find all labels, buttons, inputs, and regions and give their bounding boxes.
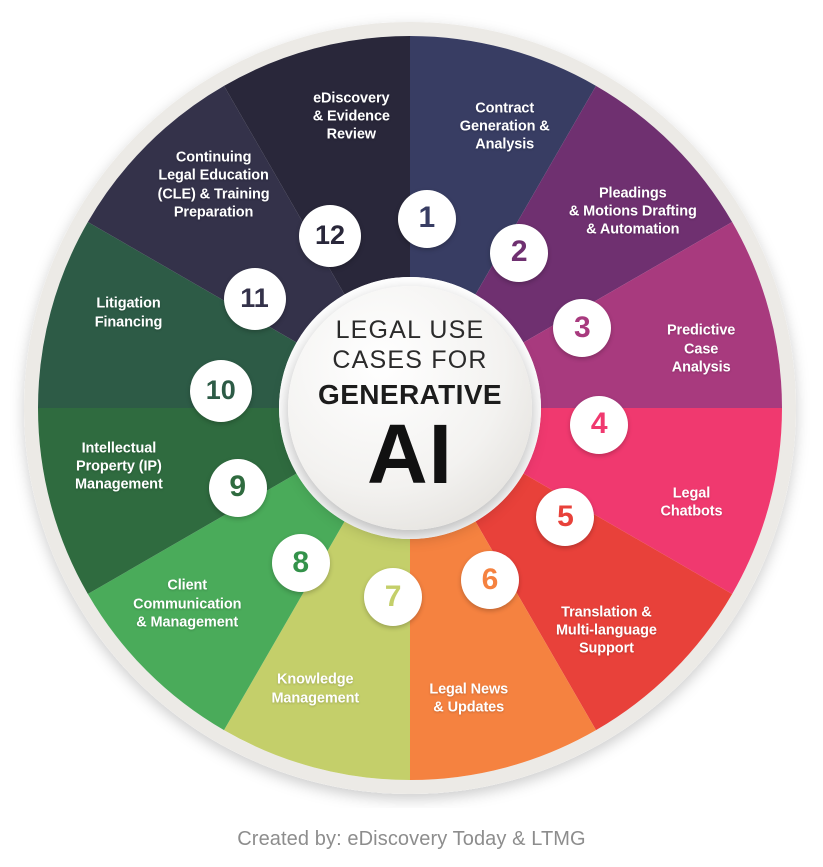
segment-number-3: 3 bbox=[573, 310, 591, 344]
segment-badge-12[interactable]: 12 bbox=[299, 204, 361, 267]
segment-badge-2[interactable]: 2 bbox=[490, 223, 549, 282]
segment-number-7: 7 bbox=[384, 579, 402, 613]
center-hub bbox=[288, 286, 532, 530]
segment-badge-1[interactable]: 1 bbox=[397, 189, 456, 248]
segment-badge-6[interactable]: 6 bbox=[460, 551, 519, 610]
segment-badge-10[interactable]: 10 bbox=[189, 360, 252, 423]
segment-number-4: 4 bbox=[590, 407, 608, 441]
segment-badge-5[interactable]: 5 bbox=[536, 488, 595, 547]
segment-badge-11[interactable]: 11 bbox=[223, 267, 286, 330]
wheel-segment-7[interactable] bbox=[224, 521, 410, 780]
segment-number-2: 2 bbox=[510, 235, 528, 269]
wheel-segment-1[interactable] bbox=[410, 36, 596, 295]
segment-badge-3[interactable]: 3 bbox=[553, 299, 612, 357]
segment-number-5: 5 bbox=[557, 499, 574, 533]
wheel-segment-6[interactable] bbox=[410, 521, 596, 780]
wheel-segment-8[interactable] bbox=[87, 473, 345, 731]
segment-number-8: 8 bbox=[292, 545, 310, 579]
wheel-segment-12[interactable] bbox=[224, 36, 410, 295]
wheel-segment-3[interactable] bbox=[523, 222, 782, 408]
segment-badge-7[interactable]: 7 bbox=[364, 568, 423, 627]
footer-credit: Created by: eDiscovery Today & LTMG bbox=[237, 828, 586, 850]
segment-number-1: 1 bbox=[418, 201, 436, 235]
wheel-segment-2[interactable] bbox=[475, 85, 733, 343]
segment-number-11: 11 bbox=[240, 282, 269, 313]
wheel-segment-4[interactable] bbox=[523, 408, 782, 594]
segment-number-6: 6 bbox=[481, 562, 499, 596]
segment-number-12: 12 bbox=[314, 219, 346, 250]
segment-badge-9[interactable]: 9 bbox=[208, 458, 267, 517]
wheel-segment-11[interactable] bbox=[87, 85, 345, 343]
wheel-segments bbox=[38, 36, 782, 780]
wheel-svg bbox=[24, 22, 796, 794]
segment-number-10: 10 bbox=[205, 375, 236, 406]
segment-badge-4[interactable]: 4 bbox=[570, 395, 629, 454]
wheel-segment-5[interactable] bbox=[475, 473, 733, 731]
segment-number-9: 9 bbox=[229, 470, 246, 504]
wheel-segment-9[interactable] bbox=[38, 408, 297, 594]
segment-badge-8[interactable]: 8 bbox=[271, 534, 330, 593]
